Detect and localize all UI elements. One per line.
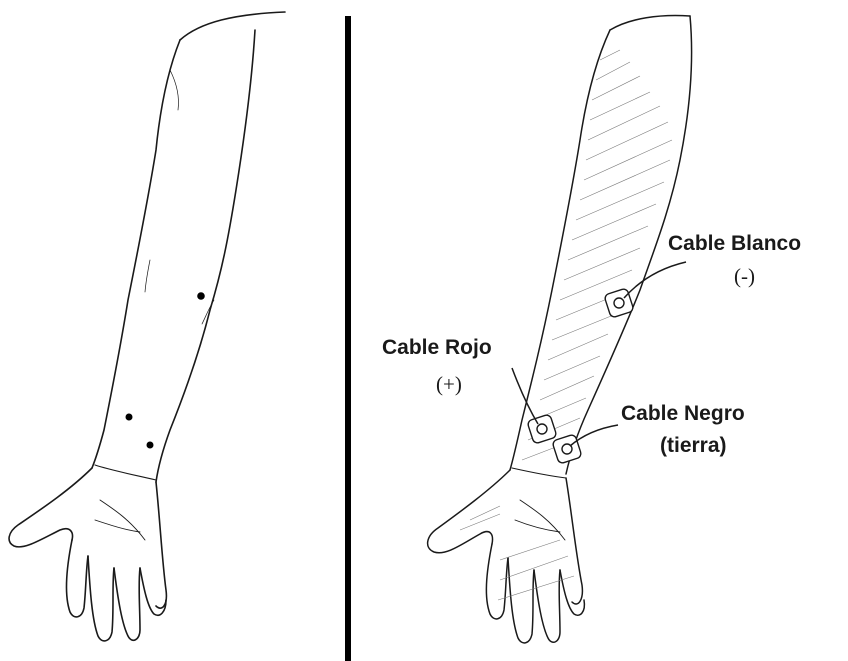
red-cable-polarity: (+) — [436, 372, 462, 397]
leader-line-white — [624, 262, 686, 298]
electrode-pad-red — [527, 414, 557, 444]
vertical-divider — [345, 16, 351, 661]
right-arm-shading — [460, 50, 672, 600]
electrode-dot-right — [147, 442, 154, 449]
electrode-dot-upper — [197, 292, 205, 300]
white-cable-polarity: (-) — [734, 264, 755, 289]
left-arm-illustration — [9, 12, 285, 641]
leader-line-red — [512, 368, 538, 424]
electrode-dot-left — [126, 414, 133, 421]
black-cable-polarity: (tierra) — [660, 434, 727, 458]
electrode-pad-black — [552, 434, 582, 464]
red-cable-label: Cable Rojo — [382, 336, 492, 360]
black-cable-label: Cable Negro — [621, 402, 745, 426]
white-cable-label: Cable Blanco — [668, 232, 801, 256]
